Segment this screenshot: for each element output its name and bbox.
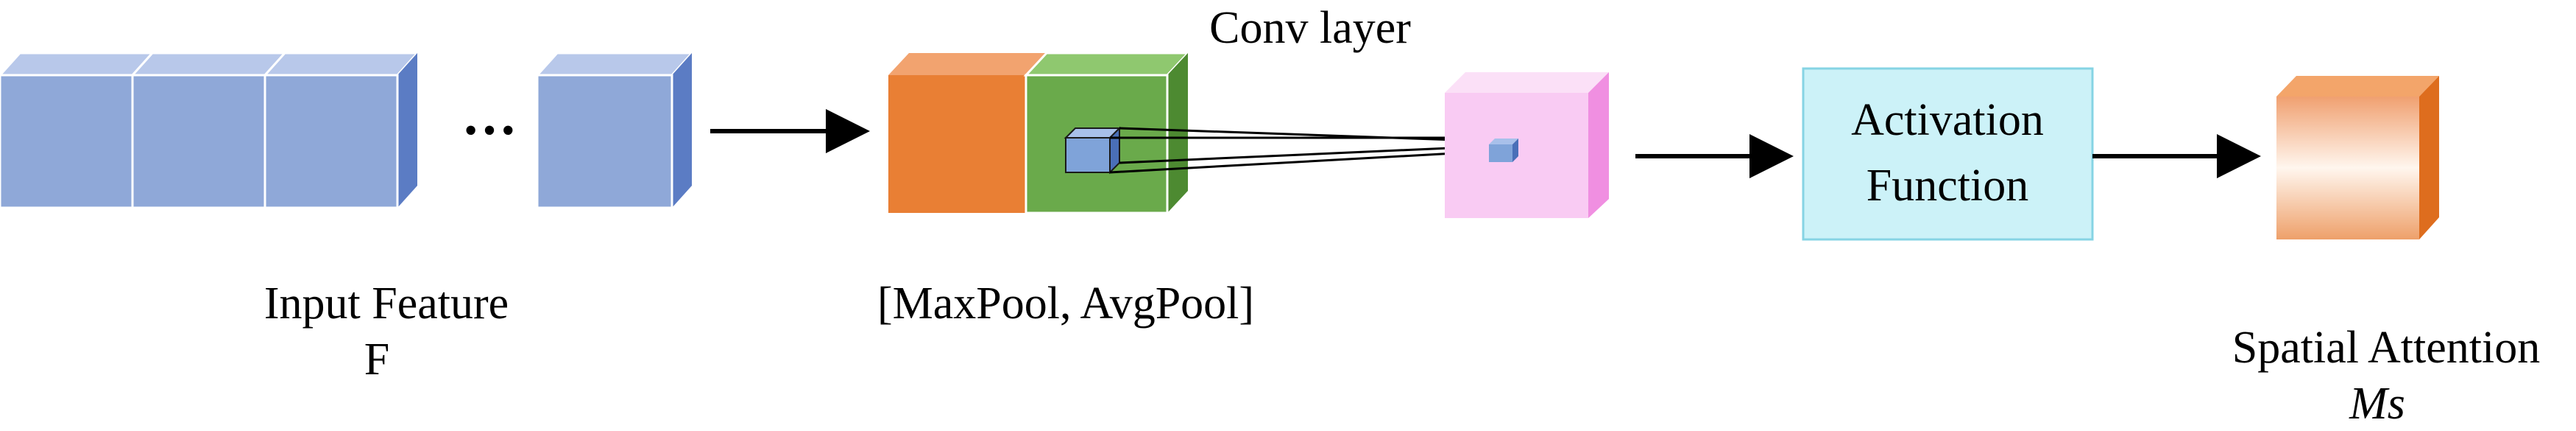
input-feature-cubes: ··· xyxy=(0,52,695,209)
conv-layer-cube xyxy=(1445,72,1609,218)
avgpool-cube xyxy=(1023,52,1191,214)
input-feature-label: Input Feature xyxy=(264,278,509,329)
input-cube-3 xyxy=(262,52,420,209)
input-feature-symbol: F xyxy=(364,334,389,385)
input-cube-2 xyxy=(130,52,288,209)
input-cube-last xyxy=(534,52,695,209)
spatial-attention-cube xyxy=(2276,76,2439,239)
conv-layer-label: Conv layer xyxy=(1209,3,1411,53)
conv-projection-lines xyxy=(1109,127,1498,174)
spatial-attention-symbol: Ms xyxy=(2349,379,2405,429)
input-cube-1 xyxy=(0,52,155,209)
conv-output-pixel xyxy=(1489,139,1518,162)
spatial-attention-label: Spatial Attention xyxy=(2232,323,2540,373)
pooling-label: [MaxPool, AvgPool] xyxy=(877,278,1254,329)
maxpool-cube xyxy=(888,53,1047,213)
pooling-kernel-cube xyxy=(1064,126,1122,175)
ellipsis-label: ··· xyxy=(461,99,517,161)
activation-label: Activation xyxy=(1851,95,2044,145)
function-label: Function xyxy=(1866,161,2028,211)
activation-function-box: Activation Function xyxy=(1802,67,2094,241)
pooling-cubes xyxy=(888,52,1191,214)
